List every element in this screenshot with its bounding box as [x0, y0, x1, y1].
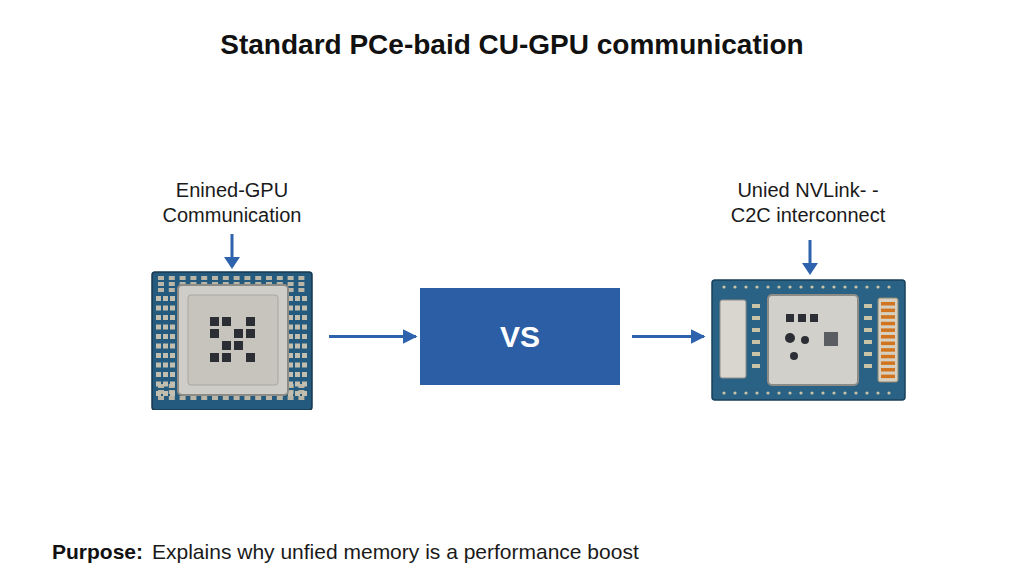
diagram-title: Standard PCe-baid CU-GPU communication: [0, 28, 1024, 62]
purpose-label: Purpose:: [52, 538, 143, 566]
purpose-row: Purpose: Explains why unfied memory is a …: [52, 538, 639, 566]
flow-arrow: [632, 335, 704, 338]
purpose-note: Explains why unfied memory is a performa…: [152, 538, 639, 566]
chip-node: Enined-GPU Communication: [147, 178, 317, 410]
flow-arrow: [329, 335, 416, 338]
chip-heading: Enined-GPU Communication: [147, 178, 317, 228]
chip-illustration: [147, 228, 317, 410]
versus-label: VS: [500, 320, 540, 354]
chip-node: Unied NVLink- -C2C interconnect: [708, 178, 908, 404]
vs-box: VS: [420, 288, 620, 385]
chip-heading: Unied NVLink- -C2C interconnect: [723, 178, 893, 228]
chip-illustration: [708, 228, 908, 404]
